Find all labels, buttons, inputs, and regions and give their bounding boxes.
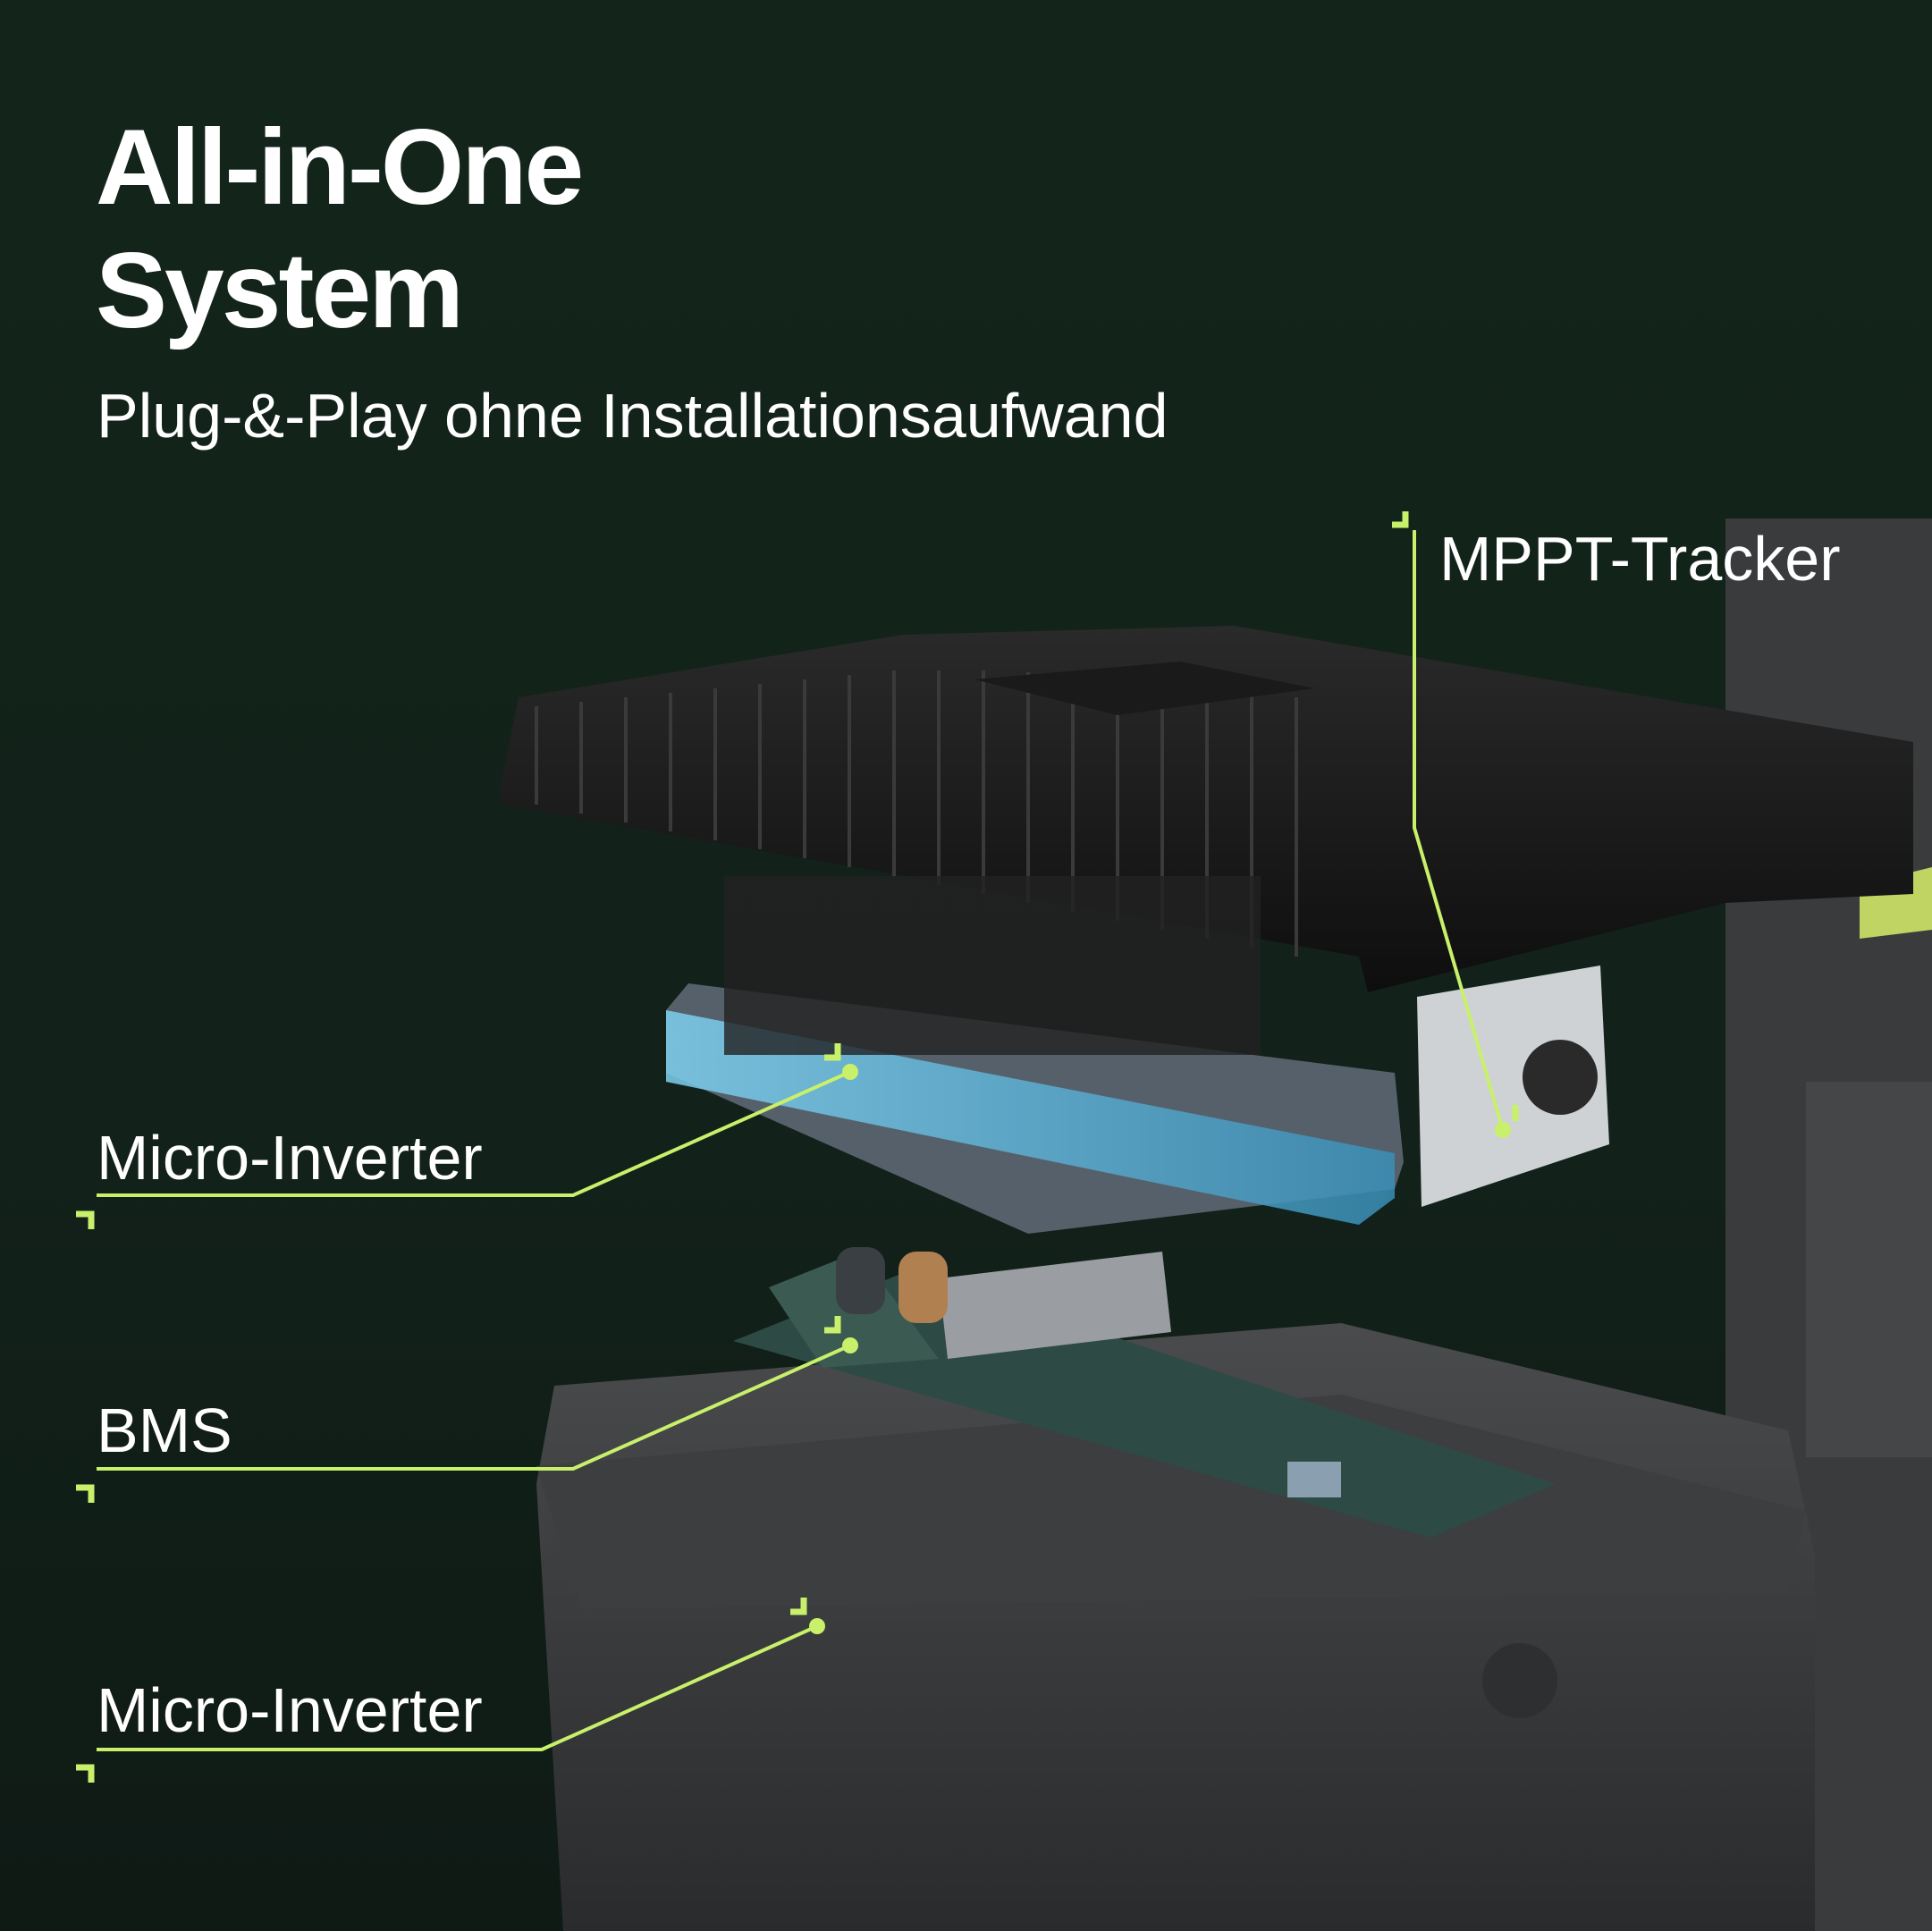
title-line-1: All-in-One [96, 107, 584, 227]
subtitle: Plug-&-Play ohne Installationsaufwand [97, 381, 1168, 451]
callout-label-mppt-tracker: MPPT-Tracker [1439, 524, 1841, 594]
callout-label-micro-inverter: Micro-Inverter [97, 1123, 483, 1193]
page-title: All-in-One System [96, 105, 584, 352]
callout-bms-line [76, 1316, 858, 1503]
mppt-dot-marker [1495, 1122, 1511, 1138]
callout-label-micro-inverter-2: Micro-Inverter [97, 1675, 483, 1745]
bms-dot-marker [842, 1337, 858, 1353]
callout-inverter2-line [76, 1598, 825, 1783]
title-line-2: System [96, 231, 464, 350]
callout-label-bms: BMS [97, 1396, 232, 1465]
callout-mppt-line [1392, 511, 1519, 1138]
callout-inverter1-line [76, 1043, 858, 1229]
inverter1-dot-marker [842, 1064, 858, 1080]
inverter-board [666, 876, 1609, 1234]
bms-board [733, 1247, 1556, 1538]
inverter2-dot-marker [809, 1618, 825, 1634]
